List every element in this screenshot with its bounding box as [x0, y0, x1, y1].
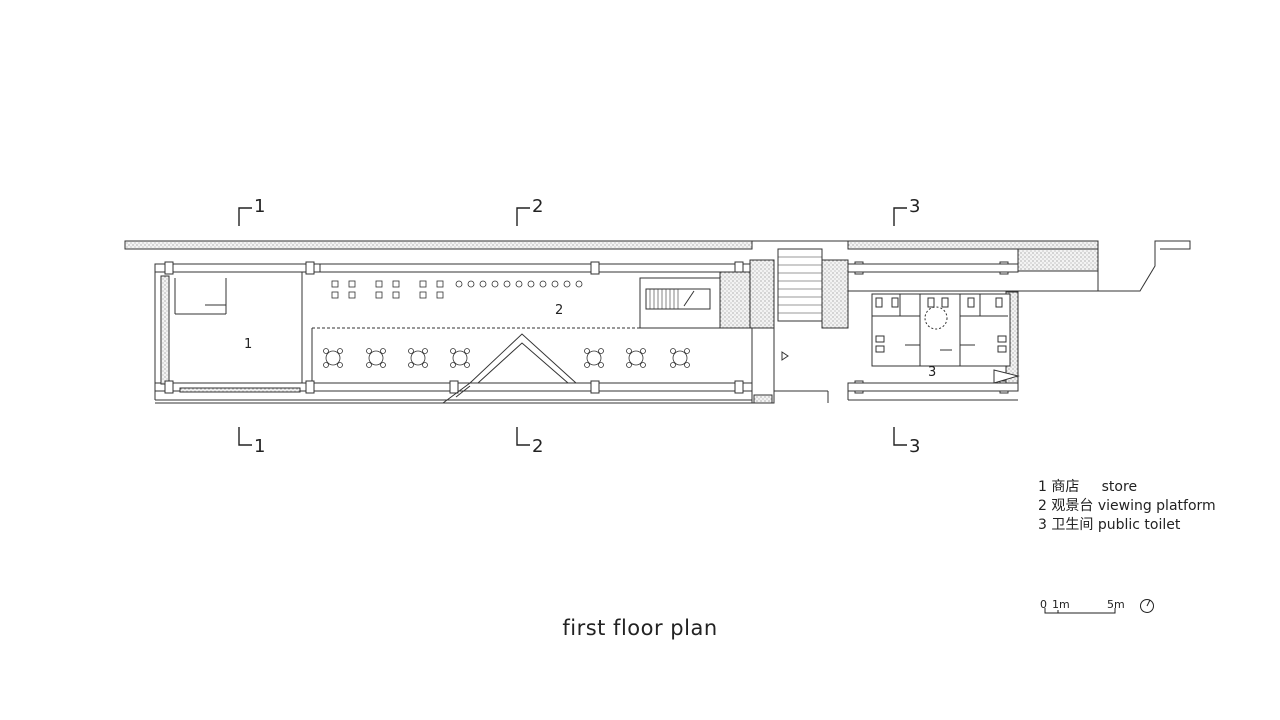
legend-en: store [1101, 479, 1138, 495]
drawing-title: first floor plan [562, 616, 718, 640]
legend-row-public-toilet: 3 卫生间 public toilet [1038, 516, 1216, 535]
room-label-store: 1 [244, 337, 252, 352]
room-label-public-toilet: 3 [928, 365, 936, 380]
scale-one-meter: 1m [1052, 598, 1070, 611]
legend-row-viewing-platform: 2 观景台 viewing platform [1038, 497, 1216, 516]
section-label: 3 [909, 196, 920, 217]
section-label: 1 [254, 436, 265, 457]
section-marker-1-bottom: 1 [238, 427, 265, 457]
section-label: 2 [532, 436, 543, 457]
scale-zero: 0 [1040, 598, 1047, 611]
section-marker-3-top: 3 [893, 196, 920, 226]
legend-num: 2 [1038, 498, 1047, 514]
north-arrow-icon [1140, 599, 1154, 613]
roof-outline [124, 240, 1191, 292]
section-label: 2 [532, 196, 543, 217]
section-marker-2-bottom: 2 [516, 427, 543, 457]
seating-row-upper [331, 280, 583, 299]
legend-en: viewing platform [1097, 498, 1216, 514]
legend-row-store: 1 商店 store [1038, 478, 1216, 497]
scale-five-meter: 5m [1107, 598, 1125, 611]
section-marker-2-top: 2 [516, 196, 543, 226]
triangular-skylight [442, 333, 578, 404]
legend-num: 3 [1038, 517, 1047, 533]
section-label: 3 [909, 436, 920, 457]
table-sets-lower [323, 348, 690, 368]
legend-zh: 卫生间 [1051, 517, 1094, 533]
stair-core [639, 248, 849, 404]
section-label: 1 [254, 196, 265, 217]
legend: 1 商店 store 2 观景台 viewing platform 3 卫生间 … [1038, 478, 1216, 535]
room-label-viewing-platform: 2 [555, 303, 563, 318]
section-marker-3-bottom: 3 [893, 427, 920, 457]
section-marker-1-top: 1 [238, 196, 265, 226]
legend-num: 1 [1038, 479, 1047, 495]
toilet-block [847, 248, 1099, 401]
legend-zh: 观景台 [1051, 498, 1094, 514]
legend-en: public toilet [1097, 517, 1181, 533]
scale-bar: 0 1m 5m [1040, 598, 1125, 614]
legend-zh: 商店 [1051, 479, 1080, 495]
